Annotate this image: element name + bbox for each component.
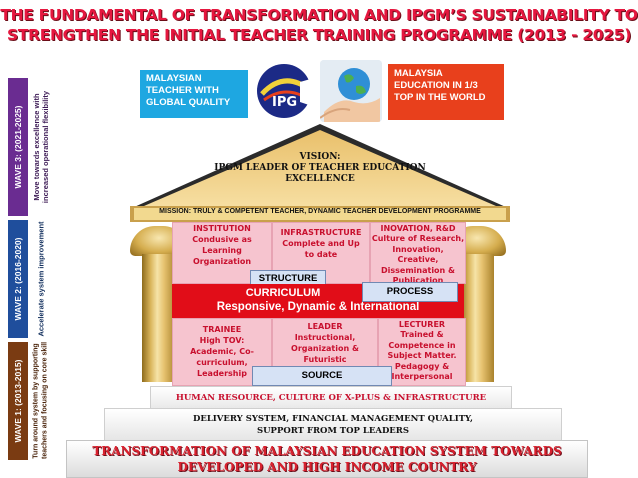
mission-text: MISSION: TRULY & COMPETENT TEACHER, DYNA… — [159, 208, 481, 215]
wave-3-bar: WAVE 3: (2021-2025) — [8, 78, 28, 216]
curriculum-title: CURRICULUM — [245, 287, 321, 299]
leader-cell: LEADER Instructional, Organization & Fut… — [272, 318, 378, 372]
roof-pediment — [130, 124, 510, 222]
curriculum-subtitle: Responsive, Dynamic & International — [216, 301, 420, 313]
step-1: HUMAN RESOURCE, CULTURE OF X-PLUS & INFR… — [150, 386, 512, 410]
wave-1-desc-2: teachers and focusing on core skills — [41, 342, 48, 459]
lecturer-cell: LECTURER Trained & Competence in Subject… — [378, 318, 466, 386]
wave-2-bar: WAVE 2: (2016-2020) — [8, 220, 28, 338]
trainee-body: High TOV: Academic, Co-curriculum, Leade… — [190, 336, 254, 378]
vision-block: VISION: IPGM LEADER OF TEACHER EDUCATION… — [160, 152, 480, 185]
institution-body: Condusive as Learning Organization — [192, 235, 252, 266]
wave-1-desc-1: Turn around system by supporting — [32, 343, 40, 459]
title-line-1: THE FUNDAMENTAL OF TRANSFORMATION AND IP… — [0, 6, 638, 24]
innovation-cell: INOVATION, R&D Culture of Research, Inno… — [370, 222, 466, 285]
wave-2-desc-1: Accelerate system improvement — [36, 221, 46, 337]
top-education-box: MALAYSIA EDUCATION IN 1/3 TOP IN THE WOR… — [388, 64, 504, 120]
step-3: TRANSFORMATION OF MALAYSIAN EDUCATION SY… — [66, 440, 588, 478]
innovation-body: Culture of Research, Innovation, Creativ… — [371, 234, 465, 285]
wave-3-desc-2: increased operational flexibility — [41, 90, 50, 204]
vision-label: VISION: — [299, 152, 341, 162]
vision-text-1: IPGM LEADER OF TEACHER EDUCATION — [214, 163, 426, 173]
wave-2-label: WAVE 2: (2016-2020) — [13, 237, 23, 321]
step-3-line-1: TRANSFORMATION OF MALAYSIAN EDUCATION SY… — [92, 444, 562, 458]
step-3-line-2: DEVELOPED AND HIGH INCOME COUNTRY — [177, 460, 477, 474]
left-column — [142, 254, 176, 382]
global-quality-text: MALAYSIAN TEACHER WITH GLOBAL QUALITY — [146, 73, 231, 108]
wave-3-label: WAVE 3: (2021-2025) — [13, 105, 23, 189]
wave-1-bar: WAVE 1: (2013-2015) — [8, 342, 28, 460]
wave-3-desc: Move towards excellence with increased o… — [30, 78, 52, 216]
globe-hands-icon — [320, 60, 382, 122]
step-2-line-1: DELIVERY SYSTEM, FINANCIAL MANAGEMENT QU… — [192, 414, 473, 424]
vision-text-2: EXCELLENCE — [285, 174, 355, 184]
ipg-logo-text: IPG — [272, 95, 297, 110]
top-education-text: MALAYSIA EDUCATION IN 1/3 TOP IN THE WOR… — [394, 68, 486, 103]
trainee-cell: TRAINEE High TOV: Academic, Co-curriculu… — [172, 318, 272, 386]
ipg-logo-icon: IPG — [257, 64, 314, 118]
leader-head: LEADER — [307, 322, 343, 331]
infrastructure-head: INFRASTRUCTURE — [280, 228, 362, 237]
trainee-head: TRAINEE — [202, 325, 242, 334]
lecturer-head: LECTURER — [398, 320, 446, 329]
institution-head: INSTITUTION — [193, 224, 251, 233]
step-2: DELIVERY SYSTEM, FINANCIAL MANAGEMENT QU… — [104, 408, 562, 442]
global-quality-box: MALAYSIAN TEACHER WITH GLOBAL QUALITY — [140, 70, 248, 118]
globe-in-hands-image — [320, 60, 382, 122]
source-tag: SOURCE — [252, 366, 392, 386]
title-line-2: STRENGTHEN THE INITIAL TEACHER TRAINING … — [6, 26, 632, 44]
lecturer-body: Trained & Competence in Subject Matter. … — [387, 330, 457, 381]
infrastructure-body: Complete and Up to date — [282, 239, 360, 259]
innovation-head: INOVATION, R&D — [380, 224, 456, 233]
leader-body: Instructional, Organization & Futuristic — [291, 333, 359, 364]
wave-1-desc: Turn around system by supporting teacher… — [30, 342, 52, 460]
process-tag: PROCESS — [362, 282, 458, 302]
step-2-line-2: SUPPORT FROM TOP LEADERS — [257, 426, 409, 436]
ipg-logo: IPG — [254, 60, 318, 122]
wave-3-desc-1: Move towards excellence with — [32, 93, 41, 201]
wave-2-desc: Accelerate system improvement — [30, 220, 52, 338]
wave-1-label: WAVE 1: (2013-2015) — [13, 359, 23, 443]
